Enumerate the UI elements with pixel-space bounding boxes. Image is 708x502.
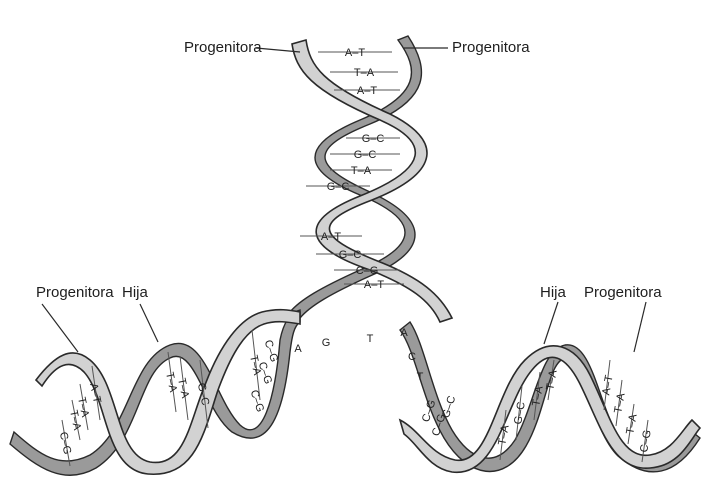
base-pair-label: T–A	[544, 369, 559, 392]
top-helix: A–TT–AA–TG–CG–CT–AG–CA–TG–CC–GA–T	[290, 36, 452, 322]
free-base-label: C–G	[262, 338, 280, 363]
base-pair-label: C–G	[638, 429, 654, 453]
free-base-label: G	[322, 337, 331, 349]
base-pair-label: A–T	[357, 85, 377, 97]
label-left-parent: Progenitora	[36, 284, 114, 301]
base-pair-label: G–C	[339, 249, 362, 261]
free-base-label: A	[294, 343, 302, 355]
right-helix-back-strand	[400, 322, 700, 472]
label-left-daughter: Hija	[122, 284, 148, 301]
base-pair-label: T–A	[530, 385, 545, 408]
free-base-label: C	[408, 351, 416, 363]
base-pair-label: A–T	[364, 279, 384, 291]
base-pair-label: C–G	[356, 265, 379, 277]
base-pair-label: T–A	[354, 67, 375, 79]
base-pair-label: A–T	[321, 231, 341, 243]
base-pair-label: T–A	[612, 392, 627, 415]
base-pair-label: G–C	[354, 149, 377, 161]
leader-left-daughter	[140, 304, 158, 342]
base-pair-label: C–G	[57, 431, 73, 456]
base-pair-label: T–A	[496, 424, 511, 447]
leader-left-parent	[42, 304, 78, 352]
leader-right-parent	[634, 302, 646, 352]
free-base-label: C–G	[248, 388, 266, 413]
label-right-daughter: Hija	[540, 284, 566, 301]
base-pair-label: T–A	[175, 377, 191, 400]
base-pair-label: A–T	[600, 374, 615, 396]
free-base-label: T	[417, 371, 424, 383]
free-base-label: T	[367, 333, 374, 345]
free-base-label: A	[400, 327, 408, 339]
base-pair-label: T–A	[351, 165, 372, 177]
leader-right-daughter	[544, 302, 558, 344]
label-top-left-parent: Progenitora	[184, 39, 262, 56]
label-right-parent: Progenitora	[584, 284, 662, 301]
base-pair-label: G–C	[362, 133, 385, 145]
label-top-right-parent: Progenitora	[452, 39, 530, 56]
base-pair-label: T–A	[624, 413, 639, 436]
base-pair-label: A–T	[345, 47, 365, 59]
base-pair-label: G–C	[327, 181, 350, 193]
free-base-label: G–C	[440, 394, 458, 419]
